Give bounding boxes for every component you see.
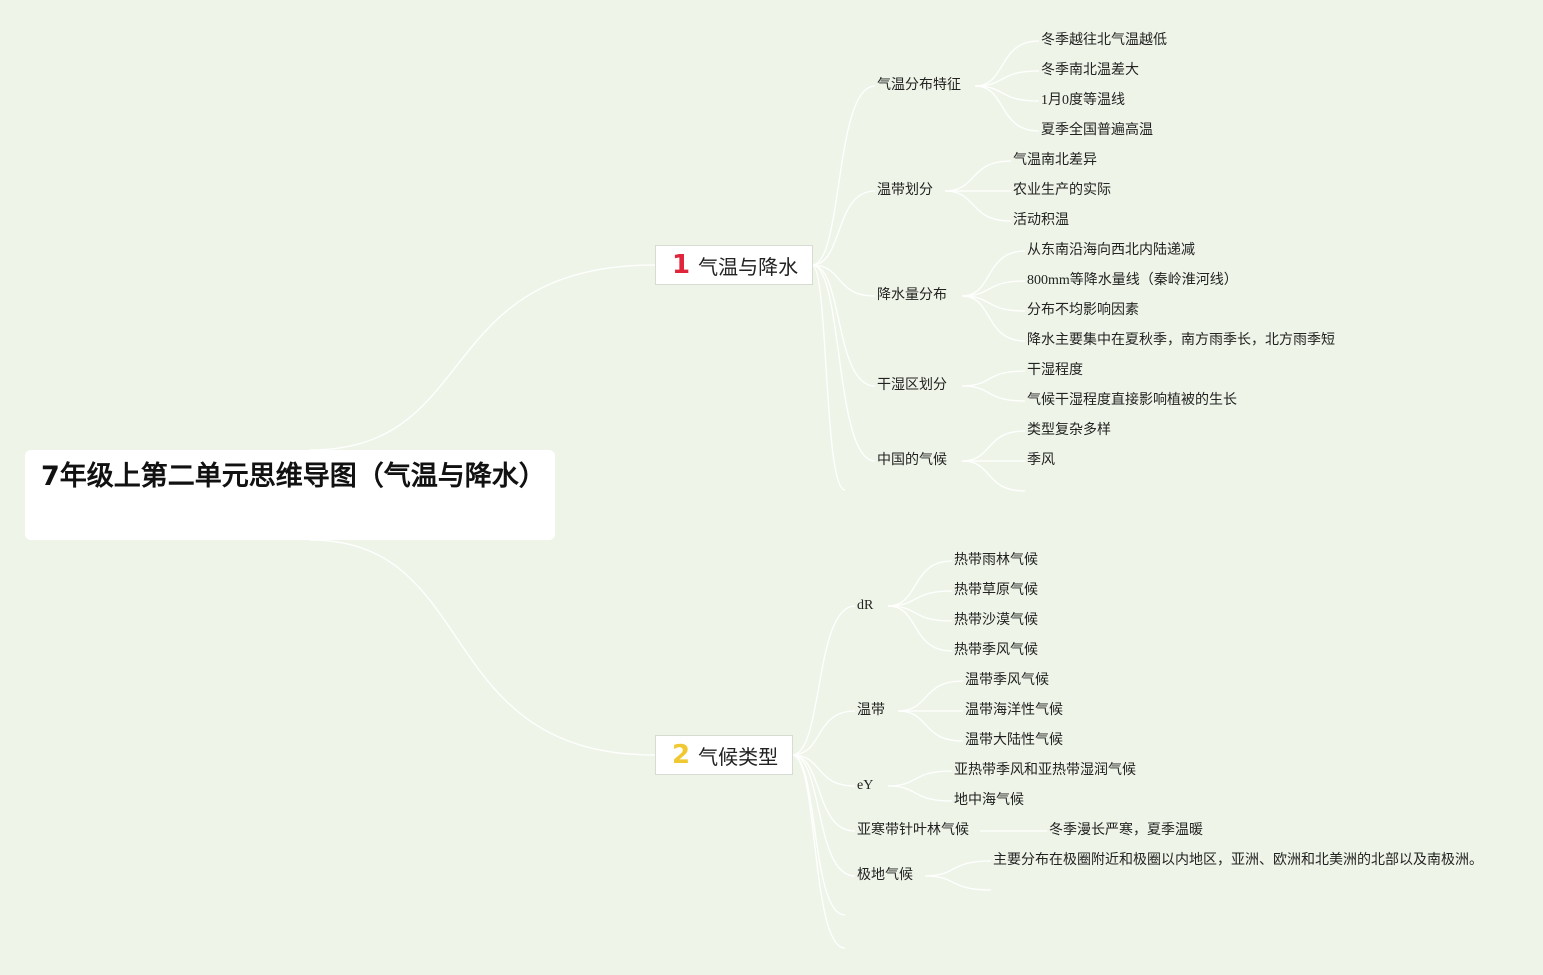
leaf-item[interactable]: 温带大陆性气候 bbox=[965, 733, 1063, 748]
leaf-item[interactable]: 冬季越往北气温越低 bbox=[1041, 33, 1167, 48]
leaf-item[interactable]: 热带雨林气候 bbox=[954, 553, 1038, 568]
leaf-connector bbox=[897, 710, 964, 742]
branch-connector bbox=[791, 754, 856, 787]
leaf-connector bbox=[961, 385, 1026, 402]
leaf-connector bbox=[924, 875, 992, 891]
subtopic-eY[interactable]: eY bbox=[857, 778, 874, 793]
root-connector bbox=[309, 539, 656, 756]
leaf-item[interactable]: 冬季漫长严寒，夏季温暖 bbox=[1049, 823, 1203, 838]
leaf-connector bbox=[974, 85, 1040, 132]
leaf-connector bbox=[944, 190, 1012, 222]
leaf-item[interactable]: 夏季全国普遍高温 bbox=[1041, 123, 1153, 138]
leaf-item[interactable]: 农业生产的实际 bbox=[1013, 183, 1111, 198]
leaf-item[interactable]: 温带季风气候 bbox=[965, 673, 1049, 688]
branch-connector bbox=[811, 264, 876, 297]
subtopic-precipitation-distribution[interactable]: 降水量分布 bbox=[877, 288, 947, 303]
leaf-item[interactable]: 热带草原气候 bbox=[954, 583, 1038, 598]
subtopic-temperate[interactable]: 温带 bbox=[857, 703, 885, 718]
leaf-connector bbox=[961, 430, 1026, 462]
leaf-item[interactable]: 亚热带季风和亚热带湿润气候 bbox=[954, 763, 1136, 778]
leaf-item[interactable]: 主要分布在极圈附近和极圈以内地区，亚洲、欧洲和北美洲的北部以及南极洲。 bbox=[993, 853, 1483, 868]
main-topic-temperature-precipitation[interactable]: 1 气温与降水 bbox=[655, 245, 814, 285]
leaf-item[interactable]: 类型复杂多样 bbox=[1027, 423, 1111, 438]
branch-connector bbox=[791, 754, 846, 916]
leaf-connector bbox=[887, 590, 953, 607]
leaf-connector bbox=[944, 160, 1012, 192]
leaf-item[interactable]: 分布不均影响因素 bbox=[1027, 303, 1139, 318]
leaf-item[interactable]: 活动积温 bbox=[1013, 213, 1069, 228]
root-topic[interactable]: 7年级上第二单元思维导图（气温与降水） bbox=[25, 450, 555, 540]
leaf-item[interactable]: 热带季风气候 bbox=[954, 643, 1038, 658]
subtopic-dR[interactable]: dR bbox=[857, 598, 874, 613]
main-topic-climate-types[interactable]: 2 气候类型 bbox=[655, 735, 794, 775]
root-connector bbox=[309, 264, 656, 451]
subtopic-china-climate[interactable]: 中国的气候 bbox=[877, 453, 947, 468]
branch-connector bbox=[791, 710, 856, 756]
branch-connector bbox=[791, 754, 856, 832]
main-topic-label: 气温与降水 bbox=[698, 254, 799, 279]
leaf-connector bbox=[887, 770, 953, 787]
leaf-item[interactable]: 气温南北差异 bbox=[1013, 153, 1097, 168]
leaf-item[interactable]: 从东南沿海向西北内陆递减 bbox=[1027, 243, 1195, 258]
branch-connector bbox=[811, 264, 876, 462]
leaf-connector bbox=[961, 280, 1026, 297]
topic-number-badge: 2 bbox=[672, 740, 691, 770]
subtopic-temperate-zones[interactable]: 温带划分 bbox=[877, 183, 933, 198]
leaf-connector bbox=[961, 370, 1026, 387]
leaf-item[interactable]: 气候干湿程度直接影响植被的生长 bbox=[1027, 393, 1237, 408]
branch-connector bbox=[811, 190, 876, 266]
leaf-item[interactable]: 冬季南北温差大 bbox=[1041, 63, 1139, 78]
leaf-connector bbox=[887, 605, 953, 622]
leaf-connector bbox=[974, 85, 1040, 102]
main-topic-label: 气候类型 bbox=[698, 744, 779, 769]
topic-number-badge: 1 bbox=[672, 250, 691, 280]
leaf-connector bbox=[887, 560, 953, 607]
leaf-connector bbox=[897, 680, 964, 712]
branch-connector bbox=[791, 754, 856, 877]
branch-connector bbox=[791, 754, 846, 949]
leaf-connector bbox=[961, 250, 1026, 297]
leaf-item[interactable]: 800mm等降水量线（秦岭淮河线） bbox=[1027, 273, 1238, 288]
branch-connector bbox=[811, 85, 876, 266]
leaf-item[interactable]: 地中海气候 bbox=[954, 793, 1024, 808]
leaf-item[interactable]: 干湿程度 bbox=[1027, 363, 1083, 378]
leaf-connector bbox=[924, 860, 992, 877]
leaf-connector bbox=[961, 460, 1026, 492]
leaf-connector bbox=[974, 40, 1040, 87]
subtopic-polar[interactable]: 极地气候 bbox=[857, 868, 913, 883]
leaf-item[interactable]: 季风 bbox=[1027, 453, 1055, 468]
subtopic-dry-wet-zones[interactable]: 干湿区划分 bbox=[877, 378, 947, 393]
root-title: 7年级上第二单元思维导图（气温与降水） bbox=[41, 461, 546, 492]
leaf-item[interactable]: 温带海洋性气候 bbox=[965, 703, 1063, 718]
branch-connector bbox=[791, 605, 856, 756]
subtopic-subarctic[interactable]: 亚寒带针叶林气候 bbox=[857, 823, 969, 838]
leaf-item[interactable]: 降水主要集中在夏秋季，南方雨季长，北方雨季短 bbox=[1027, 333, 1335, 348]
leaf-connector bbox=[961, 295, 1026, 342]
branch-connector bbox=[811, 264, 876, 387]
leaf-connector bbox=[887, 605, 953, 652]
subtopic-temperature-distribution[interactable]: 气温分布特征 bbox=[877, 78, 961, 93]
branch-connector bbox=[811, 264, 846, 491]
leaf-connector bbox=[961, 295, 1026, 312]
leaf-item[interactable]: 热带沙漠气候 bbox=[954, 613, 1038, 628]
leaf-connector bbox=[887, 785, 953, 802]
leaf-connector bbox=[974, 70, 1040, 87]
leaf-item[interactable]: 1月0度等温线 bbox=[1041, 93, 1125, 108]
